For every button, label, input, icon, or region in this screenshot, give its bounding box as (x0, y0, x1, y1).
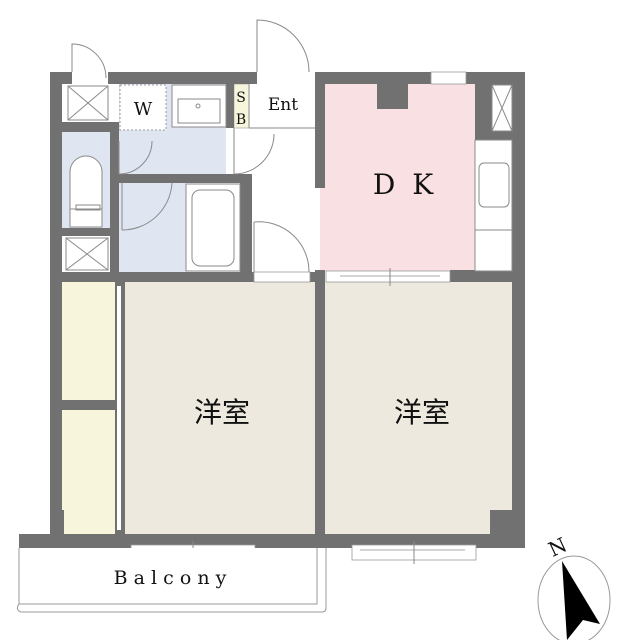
closet-upper (62, 282, 115, 400)
western-room-left-floor (125, 282, 315, 534)
pipe-shaft-icon (65, 84, 513, 271)
shaft-door-opening (72, 72, 108, 84)
washbasin-icon (171, 84, 227, 128)
closet-lower (62, 410, 115, 534)
balcony-label: B a l c o n y (114, 567, 227, 589)
bath-floor (119, 183, 186, 272)
hall-bedroom-door[interactable] (253, 271, 311, 283)
balcony-outline (16, 548, 327, 613)
entrance-door-opening (257, 72, 315, 84)
dk-label: D K (373, 168, 437, 201)
door-swings (71, 19, 315, 273)
closet-gap (117, 286, 121, 530)
washer-space (119, 84, 167, 131)
western-room-left-label: 洋室 (194, 396, 250, 429)
western-room-right-floor (325, 282, 513, 534)
top-window (430, 71, 467, 85)
entrance-label: Ent (268, 95, 298, 115)
bathtub-icon (185, 183, 241, 272)
shoebox-label-b: B (236, 112, 246, 128)
toilet-icon (69, 155, 103, 228)
dk-floor (320, 84, 475, 272)
washroom-label: W (134, 99, 153, 120)
compass-icon: N (537, 533, 611, 640)
shoebox-label-s: S (236, 90, 246, 106)
kitchen-counter (474, 139, 513, 272)
western-room-right-label: 洋室 (394, 396, 450, 429)
